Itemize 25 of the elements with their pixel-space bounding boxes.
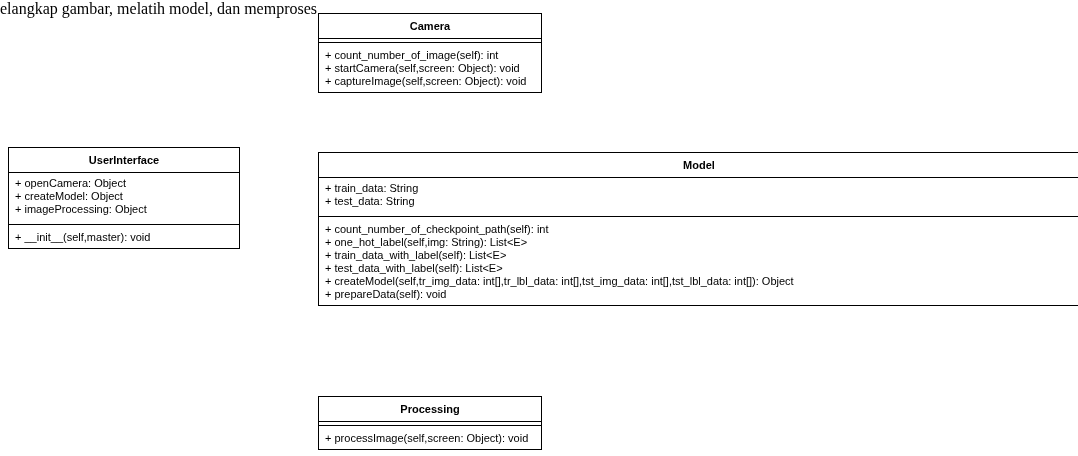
method-text: + startCamera(self,screen: Object): void: [325, 62, 520, 75]
method-text: + prepareData(self): void: [325, 288, 447, 301]
method-text: + createModel(self,tr_img_data: int[],tr_lbl_data: int[],tst_img_data: int[],tst_lbl_data: int[]): Object: [325, 275, 794, 288]
method-text: + __init__(self,master): void: [15, 231, 151, 244]
class-name: Model: [683, 159, 715, 172]
attribute-text: + test_data: String: [325, 195, 415, 208]
class-box: [318, 13, 542, 93]
method-text: + train_data_with_label(self): List<E>: [325, 249, 507, 262]
attribute-text: + createModel: Object: [15, 190, 123, 203]
class-box: [8, 147, 240, 249]
method-text: + processImage(self,screen: Object): void: [325, 432, 529, 445]
class-box: [318, 152, 1078, 306]
method-text: + test_data_with_label(self): List<E>: [325, 262, 503, 275]
attribute-text: + train_data: String: [325, 182, 419, 195]
class-name: Camera: [409, 20, 451, 33]
method-text: + captureImage(self,screen: Object): void: [325, 75, 527, 88]
class-box: [318, 396, 542, 450]
method-text: + one_hot_label(self,img: String): List<E>: [325, 236, 528, 249]
class-name: UserInterface: [88, 154, 160, 167]
attribute-text: + imageProcessing: Object: [15, 203, 147, 216]
class-name: Processing: [400, 403, 460, 416]
caption-text: elangkap gambar, melatih model, dan memproses: [0, 0, 318, 18]
attribute-text: + openCamera: Object: [15, 177, 126, 190]
method-text: + count_number_of_checkpoint_path(self): int: [325, 223, 549, 236]
method-text: + count_number_of_image(self): int: [325, 49, 499, 62]
